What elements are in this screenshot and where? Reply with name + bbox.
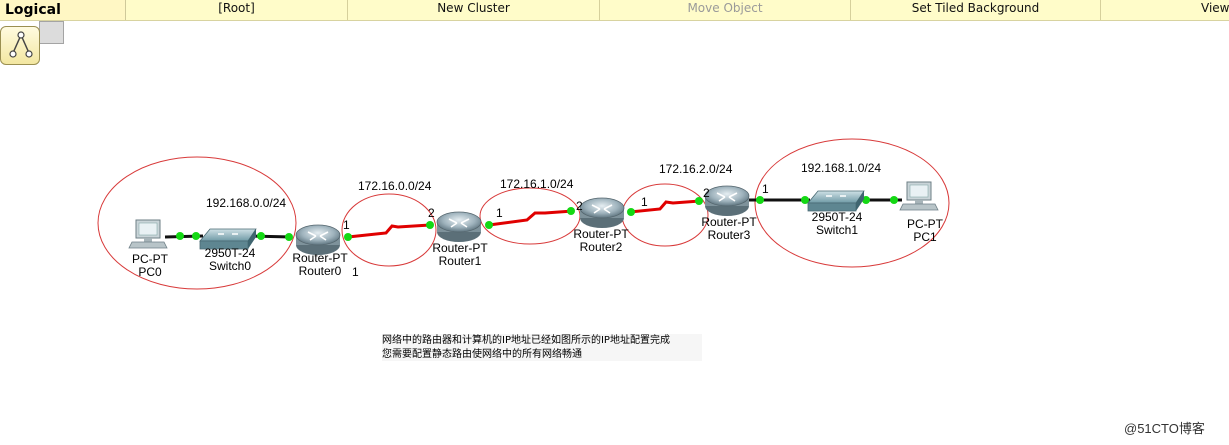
port-r0-right: 1 <box>343 218 350 232</box>
logical-tab[interactable]: Logical <box>0 0 126 20</box>
router0-type: Router-PT <box>292 251 348 265</box>
net-label-192-168-0: 192.168.0.0/24 <box>206 196 286 210</box>
watermark-text: @51CTO博客 <box>1124 421 1205 436</box>
net-label-172-16-1: 172.16.1.0/24 <box>500 177 574 191</box>
switch1-name: Switch1 <box>816 223 858 237</box>
net-label-192-168-1: 192.168.1.0/24 <box>801 161 881 175</box>
net-172-16-2-ellipse <box>621 183 709 247</box>
port-r3-right: 1 <box>762 182 769 196</box>
port-r0-below: 1 <box>352 265 359 279</box>
router0-name: Router0 <box>299 264 342 278</box>
lan0-ellipse <box>97 156 297 290</box>
router1-device[interactable] <box>437 209 483 239</box>
note-line-2: 您需要配置静态路由使网络中的所有网络畅通 <box>382 349 582 360</box>
viewport-thumbnail[interactable] <box>39 21 64 44</box>
router2-name: Router2 <box>580 240 623 254</box>
pc0-device[interactable] <box>130 215 166 249</box>
workspace-toolbar: Logical [Root] New Cluster Move Object S… <box>0 0 1229 21</box>
link-router1-router2 <box>488 209 574 227</box>
port-indicators <box>176 196 898 241</box>
router2-type: Router-PT <box>573 227 629 241</box>
router3-type: Router-PT <box>701 215 757 229</box>
note-line-1: 网络中的路由器和计算机的IP地址已经如图所示的IP地址配置完成 <box>382 335 670 346</box>
pc0-name: PC0 <box>138 265 162 279</box>
root-button[interactable]: [Root] <box>126 0 348 20</box>
pc1-type: PC-PT <box>907 217 944 231</box>
net-172-16-1-ellipse <box>479 187 581 245</box>
link-pc0-switch0 <box>164 234 204 239</box>
link-router2-router3 <box>629 199 701 214</box>
view-button[interactable]: View <box>1201 1 1229 15</box>
port-r1-left: 2 <box>428 206 435 220</box>
logical-view-button[interactable] <box>0 26 40 65</box>
net-172-16-0-ellipse <box>341 193 437 267</box>
router2-device[interactable] <box>580 195 626 225</box>
switch0-device[interactable] <box>200 222 258 250</box>
router1-name: Router1 <box>439 254 482 268</box>
move-object-button[interactable]: Move Object <box>600 0 851 20</box>
switch0-name: Switch0 <box>209 259 251 273</box>
net-label-172-16-2: 172.16.2.0/24 <box>659 162 733 176</box>
port-r2-right: 1 <box>641 195 648 209</box>
pc1-name: PC1 <box>913 230 937 244</box>
instruction-note: 网络中的路由器和计算机的IP地址已经如图所示的IP地址配置完成 您需要配置静态路… <box>382 334 702 361</box>
router1-type: Router-PT <box>432 241 488 255</box>
pc0-type: PC-PT <box>132 252 169 266</box>
pc1-device[interactable] <box>901 180 939 214</box>
new-cluster-button[interactable]: New Cluster <box>348 0 600 20</box>
link-router0-router1 <box>347 223 431 239</box>
router3-device[interactable] <box>705 183 751 213</box>
net-label-172-16-0: 172.16.0.0/24 <box>358 179 432 193</box>
set-tiled-background-button[interactable]: Set Tiled Background <box>851 0 1101 20</box>
router3-name: Router3 <box>708 228 751 242</box>
switch1-device[interactable] <box>808 185 866 213</box>
router0-device[interactable] <box>296 222 342 252</box>
topology-icon <box>9 31 33 58</box>
port-r1-right: 1 <box>496 206 503 220</box>
